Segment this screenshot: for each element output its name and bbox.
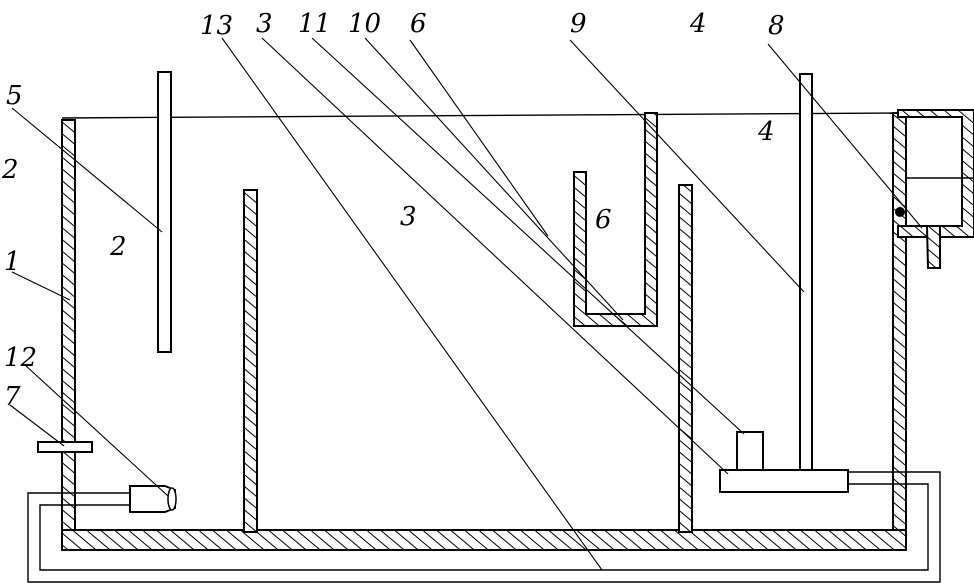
label-5: 5 [6,81,23,111]
outer-pipe-loop [27,471,941,583]
tank-bottom [61,529,907,551]
overflow-valve [895,207,905,217]
left-tank-wall [61,119,76,551]
leader-line-6 [409,39,549,237]
leader-line-11 [311,37,745,435]
label-2: 2 [1,155,19,185]
hanging-baffle [157,71,172,353]
pump-base [719,469,849,493]
right-partition [678,184,693,533]
leader-line-10 [364,37,624,321]
leader-line-7 [9,404,65,447]
label-9: 9 [570,9,587,39]
drain-flange [37,441,93,453]
leader-line-3 [261,37,729,475]
nozzle-tip [167,487,177,511]
label-3: 3 [256,9,273,39]
middle-partition [243,189,258,533]
u-trough [573,112,658,327]
label-4-region: 4 [757,117,775,147]
label-6: 6 [410,9,427,39]
label-7: 7 [4,382,21,412]
label-4: 4 [689,9,707,39]
overflow-outlet [925,225,941,269]
leader-line-13 [221,37,603,571]
label-13: 13 [200,11,233,41]
label-12: 12 [4,343,37,373]
water-level-line [61,112,896,119]
label-3-region: 3 [400,202,417,232]
leader-line-12 [24,364,169,497]
inner-pipe-loop [39,483,929,571]
leader-line-5 [11,107,163,233]
label-1: 1 [4,247,21,277]
pump-motor [736,431,764,471]
leader-line-9 [569,39,805,293]
leader-line-1 [11,271,71,301]
label-2-region: 2 [109,232,127,262]
label-6-region: 6 [595,205,612,235]
label-8: 8 [768,11,785,41]
label-11: 11 [298,9,331,39]
label-10: 10 [348,9,381,39]
overflow-box [897,109,974,238]
leader-line-8 [767,43,923,229]
vertical-rod [799,73,813,473]
